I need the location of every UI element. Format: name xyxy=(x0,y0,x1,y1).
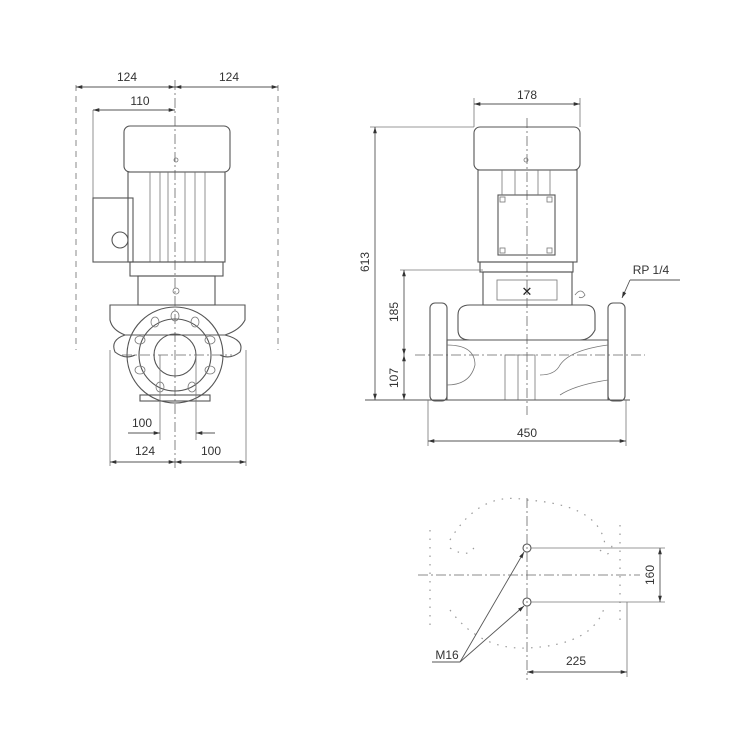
dim-flange-inner: 100 xyxy=(132,416,152,430)
grundfos-logo-icon: ✕ xyxy=(522,285,533,300)
dim-base-right: 100 xyxy=(201,444,221,458)
dim-bolt-offset: 225 xyxy=(566,654,586,668)
dim-shaft-to-flange: 185 xyxy=(387,302,401,322)
side-view: 124 124 110 xyxy=(75,70,279,470)
dim-centre-height: 107 xyxy=(387,368,401,388)
port-label: RP 1/4 xyxy=(633,263,670,277)
dim-bolt-spacing: 160 xyxy=(643,565,657,585)
dim-terminal-box-offset: 110 xyxy=(130,94,149,108)
dim-motor-width: 178 xyxy=(517,88,537,102)
dim-port-to-port: 450 xyxy=(517,426,537,440)
front-view: 178 ✕ 613 185 107 450 xyxy=(358,88,680,446)
dim-left-half-width: 124 xyxy=(117,70,137,84)
bolt-label: M16 xyxy=(435,648,459,662)
dim-total-height: 613 xyxy=(358,252,372,272)
dim-base-left: 124 xyxy=(135,444,155,458)
foundation-view: 160 225 M16 xyxy=(418,497,665,680)
dim-right-half-width: 124 xyxy=(219,70,239,84)
